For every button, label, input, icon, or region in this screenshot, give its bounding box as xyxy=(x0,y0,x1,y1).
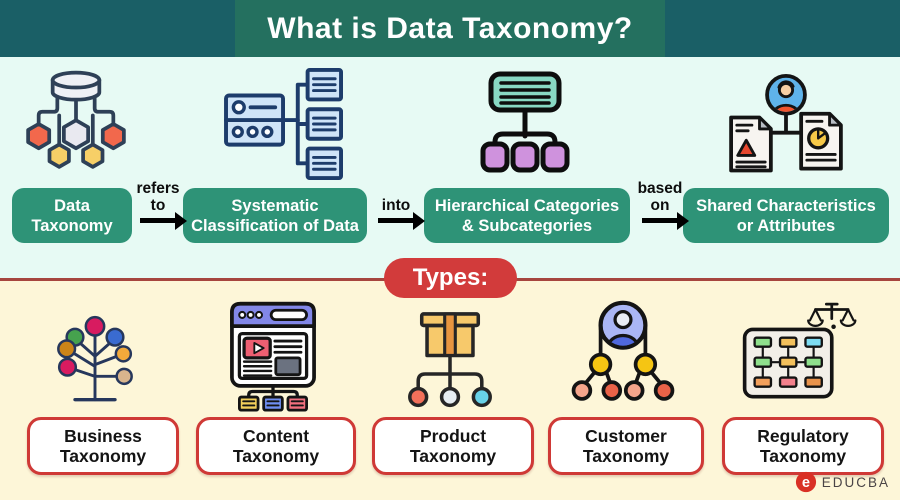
flow-box-label-line: Taxonomy xyxy=(31,216,113,235)
flow-box-data-taxonomy: Data Taxonomy xyxy=(12,188,132,243)
type-label-line: Taxonomy xyxy=(59,446,147,466)
shared-attributes-icon xyxy=(729,74,843,173)
flow-box-label-line: Classification of Data xyxy=(191,216,359,235)
connector-label-line: to xyxy=(150,197,166,214)
brand-logo: e EDUCBA xyxy=(795,471,890,493)
flow-box-hierarchical-categories: Hierarchical Categories & Subcategories xyxy=(424,188,630,243)
flow-box-label-line: or Attributes xyxy=(736,216,836,235)
hierarchy-categories-icon xyxy=(480,71,570,173)
connector-label-line: into xyxy=(381,197,411,214)
type-box-product: Product Taxonomy xyxy=(372,417,534,475)
right-arrow-icon xyxy=(378,211,425,230)
customer-hierarchy-icon xyxy=(571,300,675,401)
type-label-line: Taxonomy xyxy=(759,446,847,466)
flow-box-label-line: Hierarchical Categories xyxy=(434,196,620,215)
right-arrow-icon xyxy=(642,211,689,230)
header-banner: What is Data Taxonomy? xyxy=(0,0,900,57)
server-classification-icon xyxy=(224,67,343,181)
flow-box-label-line: Shared Characteristics xyxy=(696,196,876,215)
connector-label-line: based xyxy=(637,180,683,197)
type-label-line: Regulatory xyxy=(757,426,849,446)
svg-text:e: e xyxy=(802,475,810,491)
database-tree-icon xyxy=(26,70,126,169)
type-label-line: Customer xyxy=(585,426,667,446)
types-heading: Types: xyxy=(384,258,517,298)
header-accent-box xyxy=(235,0,665,57)
type-box-regulatory: Regulatory Taxonomy xyxy=(722,417,884,475)
right-arrow-icon xyxy=(140,211,187,230)
educba-e-logo-icon: e xyxy=(795,471,816,493)
connector-based-on: based on xyxy=(630,168,690,230)
flow-box-label-line: Data xyxy=(54,196,90,215)
type-box-customer: Customer Taxonomy xyxy=(548,417,704,475)
connector-label-line: on xyxy=(650,197,670,214)
type-box-content: Content Taxonomy xyxy=(196,417,356,475)
connector-label-line: refers xyxy=(136,180,180,197)
scales-flowchart-icon xyxy=(742,302,857,399)
page-title: What is Data Taxonomy? xyxy=(267,12,633,45)
connector-into: into xyxy=(368,168,425,230)
type-label-line: Taxonomy xyxy=(409,446,497,466)
type-label-line: Content xyxy=(242,426,310,446)
flow-box-label-line: Systematic xyxy=(231,196,319,215)
tree-nodes-icon xyxy=(57,315,133,402)
type-label-line: Taxonomy xyxy=(582,446,670,466)
brand-name: EDUCBA xyxy=(821,474,890,490)
type-label-line: Business xyxy=(64,426,142,446)
flow-box-systematic-classification: Systematic Classification of Data xyxy=(183,188,367,243)
type-box-business: Business Taxonomy xyxy=(27,417,179,475)
type-label-line: Product xyxy=(419,426,487,446)
gift-box-tree-icon xyxy=(408,312,492,408)
browser-content-icon xyxy=(230,301,316,412)
type-label-line: Taxonomy xyxy=(232,446,320,466)
flow-box-label-line: & Subcategories xyxy=(461,216,593,235)
connector-refers-to: refers to xyxy=(128,168,188,230)
flow-box-shared-characteristics: Shared Characteristics or Attributes xyxy=(683,188,889,243)
